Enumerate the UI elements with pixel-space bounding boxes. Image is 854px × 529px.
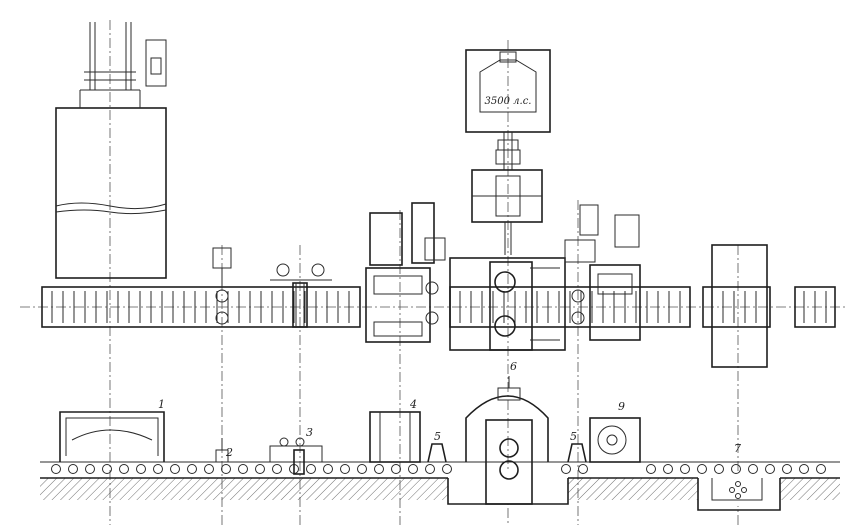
flying-shear-9 (589, 417, 641, 463)
roller-elevation (646, 464, 656, 474)
furnace-charging-device (59, 411, 165, 462)
roller-elevation (408, 464, 418, 474)
roller-elevation (731, 464, 741, 474)
callout-5-left: 5 (434, 430, 441, 443)
roller-elevation (391, 464, 401, 474)
callout-2: 2 (225, 446, 233, 459)
main-drive-motor: 3500 л.с. (465, 49, 551, 255)
callout-5-right: 5 (570, 430, 577, 443)
roller-elevation (714, 464, 724, 474)
roller-elevation (374, 464, 384, 474)
roller-elevation (357, 464, 367, 474)
shear-device-plan (212, 247, 232, 325)
roller-table-plan (41, 286, 836, 328)
guide-5-right (567, 443, 587, 463)
roller-elevation (680, 464, 690, 474)
callout-3: 3 (306, 426, 313, 439)
roller-elevation (425, 464, 435, 474)
motor-rating-label: 3500 л.с. (485, 96, 532, 107)
roller-elevation (578, 464, 588, 474)
roller-table-elevation (40, 461, 840, 474)
edger-device-plan (270, 263, 332, 328)
callout-6: 6 (510, 360, 517, 373)
shear-device-elevation (215, 438, 229, 463)
stand-6-elevation (465, 376, 549, 505)
callouts: 1 2 3 4 5 6 5 9 7 (158, 360, 741, 459)
roller-elevation (221, 464, 231, 474)
roller-elevation (85, 464, 95, 474)
roller-elevation (102, 464, 112, 474)
roller-elevation (323, 464, 333, 474)
roller-elevation (442, 464, 452, 474)
coiler-pit-7 (729, 481, 747, 499)
roller-elevation (799, 464, 809, 474)
callout-7: 7 (734, 442, 741, 455)
stand-4-elevation (369, 411, 421, 463)
roller-elevation (153, 464, 163, 474)
callout-9: 9 (618, 400, 625, 413)
roller-elevation (51, 464, 61, 474)
roller-elevation (340, 464, 350, 474)
roller-elevation (136, 464, 146, 474)
callout-4: 4 (409, 398, 417, 411)
floor (40, 470, 840, 511)
roller-elevation (170, 464, 180, 474)
roller-elevation (187, 464, 197, 474)
roller-elevation (765, 464, 775, 474)
roller-elevation (561, 464, 571, 474)
roller-elevation (238, 464, 248, 474)
station-7-plan (711, 244, 768, 368)
edger-device-elevation (269, 437, 323, 475)
guide-5-left (427, 443, 447, 463)
roller-elevation (204, 464, 214, 474)
roller-elevation (782, 464, 792, 474)
roller-elevation (272, 464, 282, 474)
roller-elevation (255, 464, 265, 474)
roller-elevation (816, 464, 826, 474)
reheating-furnace (55, 22, 167, 279)
stand-4-plan (365, 202, 446, 343)
callout-1: 1 (158, 398, 165, 411)
centerlines (20, 20, 845, 525)
stand-6-plan (449, 257, 566, 351)
roller-elevation (663, 464, 673, 474)
roller-elevation (697, 464, 707, 474)
stand-9-plan (564, 204, 641, 341)
roller-elevation (119, 464, 129, 474)
roller-elevation (68, 464, 78, 474)
roller-elevation (306, 464, 316, 474)
roller-elevation (748, 464, 758, 474)
